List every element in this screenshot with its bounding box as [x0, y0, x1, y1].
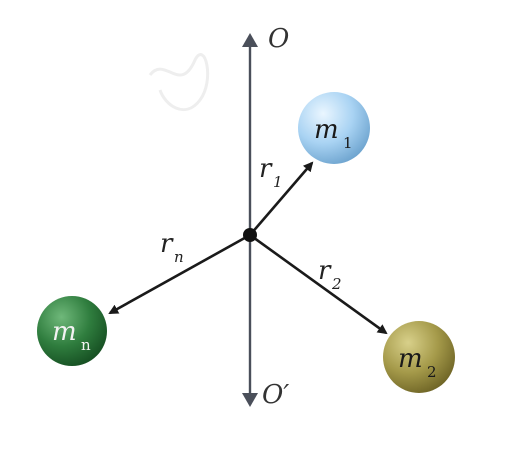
vector-r1-sub: 1: [273, 173, 283, 191]
vector-r1-main: r: [259, 154, 273, 184]
vector-r2-main: r: [318, 256, 332, 286]
vector-rn-label: r n: [160, 229, 184, 266]
axis-label-bottom: O′: [262, 380, 289, 410]
mass-m2-sphere: [383, 321, 455, 393]
vector-r1-label: r 1: [259, 154, 283, 191]
mass-mn: m n: [37, 296, 107, 366]
mass-m2-sub: 2: [427, 363, 437, 381]
vector-r2-arrow: [249, 233, 388, 335]
mass-m1-main: m: [314, 115, 339, 145]
axis-label-top: O: [268, 24, 289, 54]
mass-m2: m 2: [383, 321, 455, 393]
vector-rn-main: r: [160, 229, 174, 259]
mass-mn-sphere: [37, 296, 107, 366]
mass-m2-main: m: [398, 344, 423, 374]
vector-rn-arrow: [108, 233, 251, 315]
mass-m1-sub: 1: [343, 134, 353, 152]
background-sketch: [148, 53, 210, 112]
mass-mn-main: m: [52, 317, 77, 347]
origin-point: [243, 228, 257, 242]
mass-m1: m 1: [298, 92, 370, 164]
vector-r2-sub: 2: [331, 275, 342, 293]
mass-m1-sphere: [298, 92, 370, 164]
mass-mn-sub: n: [81, 336, 91, 354]
vector-rn-sub: n: [174, 248, 184, 266]
vector-r2-label: r 2: [318, 256, 342, 293]
vector-r1-arrow: [249, 161, 314, 236]
